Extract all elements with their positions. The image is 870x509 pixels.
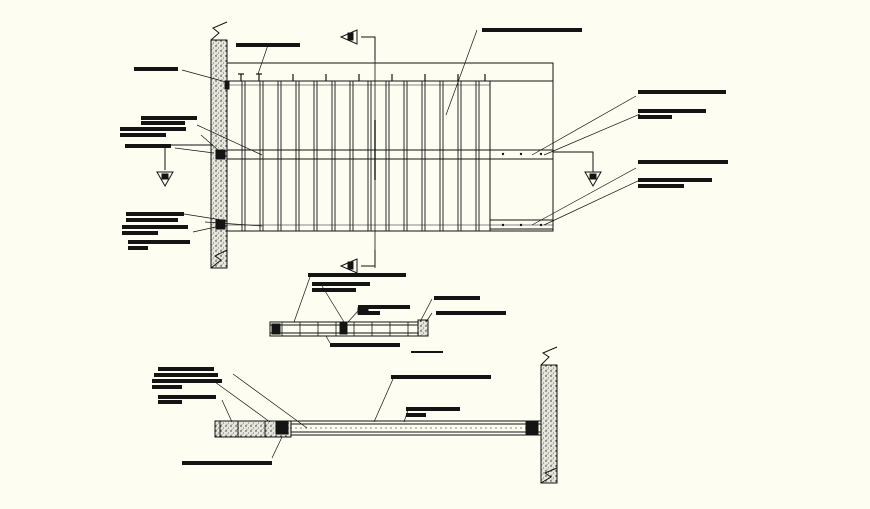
annotation-text-block xyxy=(182,461,272,465)
annotation-text-block xyxy=(158,395,216,399)
annotation-text-block xyxy=(152,385,182,389)
annotation-text-block xyxy=(141,116,197,120)
section-a-label-bar xyxy=(411,351,443,353)
annotation-text-block xyxy=(134,67,178,71)
right-plate-lower xyxy=(489,219,554,230)
annotation-text-block xyxy=(154,373,218,377)
annotation-text-block xyxy=(436,311,506,315)
annotation-text-block xyxy=(638,115,672,119)
annotation-text-block xyxy=(308,273,406,277)
plan-joists xyxy=(241,81,480,231)
annotation-text-block xyxy=(638,160,728,164)
annotation-text-block xyxy=(128,246,148,250)
annotation-text-block xyxy=(358,305,410,309)
annotation-text-block xyxy=(158,400,182,404)
annotation-text-block xyxy=(152,379,222,383)
annotation-text-block xyxy=(638,184,684,188)
annotation-text-block xyxy=(128,240,190,244)
right-plate-upper xyxy=(489,149,554,160)
annotation-blocks xyxy=(120,28,728,465)
plate-bolts xyxy=(501,152,543,227)
section-b xyxy=(214,346,558,484)
annotation-text-block xyxy=(406,413,426,417)
section-a-slab xyxy=(269,321,429,337)
annotation-text-block xyxy=(141,121,185,125)
annotation-text-block xyxy=(158,367,214,371)
plan-outer-frame xyxy=(226,62,554,232)
annotation-text-block xyxy=(125,144,171,148)
annotation-text-block xyxy=(120,127,186,131)
section-marker-icon xyxy=(156,29,602,274)
annotation-text-block xyxy=(126,218,178,222)
annotation-text-block xyxy=(638,178,712,182)
wall-break-bottom xyxy=(210,249,228,269)
annotation-text-block xyxy=(312,288,356,292)
annotation-text-block xyxy=(434,296,480,300)
annotation-text-block xyxy=(120,133,166,137)
plan-leader-lines xyxy=(174,29,641,233)
section-a xyxy=(269,276,443,353)
wall-break-top xyxy=(210,21,228,41)
annotation-text-block xyxy=(482,28,582,32)
annotation-text-block xyxy=(122,231,158,235)
section-cut-horizontal-right xyxy=(553,151,594,172)
plan-view xyxy=(164,21,594,269)
annotation-text-block xyxy=(122,225,188,229)
annotation-text-block xyxy=(236,43,300,47)
annotation-text-block xyxy=(406,407,460,411)
section-cut-horizontal-left xyxy=(164,144,213,170)
annotation-text-block xyxy=(391,375,491,379)
top-anchor-ticks xyxy=(238,73,486,81)
annotation-text-block xyxy=(312,282,370,286)
annotation-text-block xyxy=(330,343,400,347)
annotation-text-block xyxy=(638,90,726,94)
annotation-text-block xyxy=(638,109,706,113)
annotation-text-block xyxy=(358,311,380,315)
right-wall-concrete xyxy=(540,364,558,484)
annotation-text-block xyxy=(126,212,184,216)
